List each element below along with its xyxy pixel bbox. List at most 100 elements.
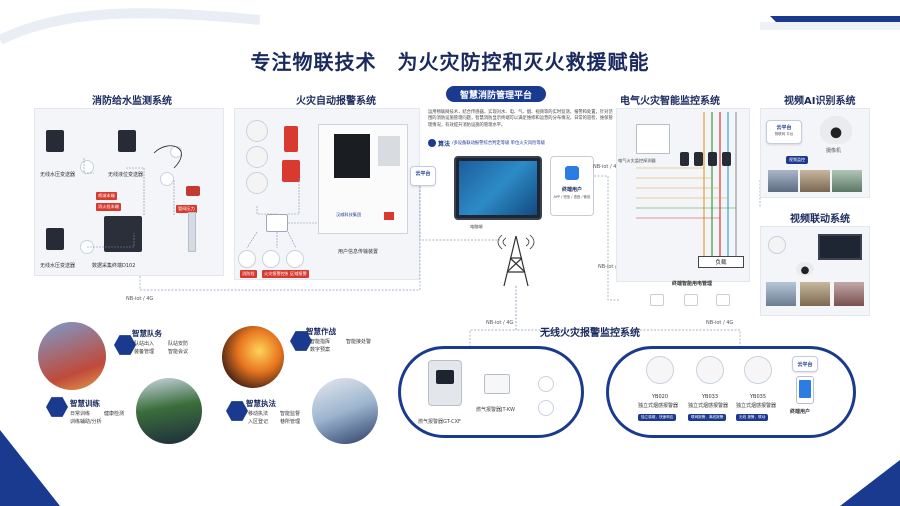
platform-cloud: 云平台	[410, 166, 436, 186]
gas-alarm-gt-display	[436, 370, 454, 384]
platform-description: 运用物联网技术，结合传感器，实现对水、电、气、烟、视频等的实时监测，报警和处置，…	[428, 110, 613, 128]
video-ai-title: 视频AI识别系统	[784, 96, 856, 107]
page-title: 专注物联技术 为火灾防控和灭火救援赋能	[250, 50, 650, 74]
link-mid-left-label: NB-iot / 4G	[486, 320, 514, 326]
platform-title-badge	[446, 86, 546, 102]
alarm-connectors	[246, 178, 318, 249]
smart-team-item-4: 智能会议	[168, 349, 189, 355]
pressure-transmitter-1	[46, 130, 64, 152]
smoke-2-tag: 联网报警，离线报警	[688, 414, 727, 421]
smoke-detector-1	[246, 120, 268, 142]
top-left-swoosh	[0, 8, 260, 45]
alarm-tag-1: 消防栓	[240, 270, 257, 278]
alarm-node-3	[286, 250, 304, 268]
manual-call-point-icon	[282, 160, 300, 182]
smart-training-title: 智慧训练	[70, 399, 100, 408]
alarm-bell-icon	[284, 126, 298, 152]
bottom-right-corner-decoration	[840, 460, 900, 506]
smoke-1-model: YB020	[652, 394, 669, 400]
data-collector-device	[104, 216, 142, 252]
smart-law-title: 智慧执法	[246, 399, 276, 408]
smart-combat-item-3: 数字预案	[310, 347, 331, 353]
alarm-device-label: 用户信息传输装置	[338, 249, 379, 255]
pipe-icon	[188, 212, 196, 252]
wireless-smoke-panel	[606, 346, 856, 438]
load-label: 负载	[715, 260, 727, 266]
load-box	[698, 256, 744, 268]
smart-law-item-1: 移动执法	[248, 411, 269, 417]
collector-label: 数据采集终端D102	[92, 263, 136, 269]
water-tag-3: 管网压力	[176, 205, 197, 213]
combat-photo	[222, 326, 284, 388]
terminal-user-label: 终端用户	[561, 187, 582, 193]
transmitter-2-label: 无线液位变送器	[108, 172, 144, 178]
gas-node-1	[538, 376, 554, 392]
video-link-camera	[796, 262, 814, 276]
smart-combat-icon	[290, 331, 312, 351]
smart-training-item-1: 日常训练	[70, 411, 91, 417]
breaker-4	[722, 152, 731, 166]
alarm-tag-2: 火灾报警控制器	[262, 270, 296, 278]
device-brand: 汉威科技集团	[336, 212, 362, 217]
link-top-label: NB-iot / 4G	[593, 164, 621, 170]
law-photo	[312, 378, 378, 444]
breaker-1	[680, 152, 689, 166]
alarm-tag-3: 区域报警	[288, 270, 309, 278]
smart-training-icon	[46, 397, 68, 417]
electric-wiring	[636, 112, 737, 258]
smart-law-item-3: 入区登记	[248, 419, 269, 425]
alarm-node-1	[238, 250, 256, 268]
top-right-corner-decoration	[760, 16, 900, 30]
video-link-thumb-2	[800, 282, 830, 306]
smoke-3-name: 独立式烟感报警器	[736, 403, 777, 409]
smart-combat-item-2: 智能接处警	[346, 339, 372, 345]
gas-alarm-gt-label: 燃气报警器GT-CXF	[418, 419, 461, 425]
video-ai-camera-label: 摄像机	[826, 148, 842, 154]
algorithm-label: 算法	[438, 141, 451, 148]
smoke-yb020	[646, 356, 674, 384]
smart-team-title: 智慧队务	[132, 329, 162, 338]
smart-training-item-2: 健康检测	[104, 411, 125, 417]
smart-combat-item-1: 智能指挥	[310, 339, 331, 345]
valve-icon	[186, 186, 200, 196]
link-right-label: NB-iot / 4G	[598, 264, 626, 270]
dome-camera-icon	[820, 116, 852, 144]
water-tag-1: 喷淋末端	[96, 192, 117, 200]
electric-meter-3	[716, 294, 730, 306]
bottom-left-corner-decoration	[0, 430, 60, 506]
gas-alarm-jt-label: 燃气报警器JT-KW	[476, 407, 515, 413]
video-ai-tag: 视频监控	[786, 156, 808, 164]
electric-title: 电气火灾智能监控系统	[620, 96, 720, 107]
smart-team-item-3: 装备管理	[134, 349, 155, 355]
transmitter-1-label: 无线水压变送器	[40, 172, 76, 178]
pc-caption: 电脑端	[470, 224, 483, 229]
water-node-3	[160, 172, 174, 186]
electric-monitor-box	[636, 124, 670, 154]
video-ai-thumb-3	[832, 170, 862, 192]
smart-law-item-4: 巷所管理	[280, 419, 301, 425]
water-title: 消防给水监测系统	[92, 96, 172, 107]
link-mid-right-label: NB-iot / 4G	[706, 320, 734, 326]
smoke-1-name: 独立式烟感报警器	[638, 403, 679, 409]
video-ai-thumb-2	[800, 170, 830, 192]
water-node-1	[80, 160, 94, 174]
video-link-title: 视频联动系统	[790, 214, 850, 225]
alarm-node-2	[262, 250, 280, 268]
smart-team-item-1: 队站出入	[134, 341, 155, 347]
video-ai-cloud-title: 云平台	[776, 125, 792, 131]
video-link-thumb-1	[766, 282, 796, 306]
wireless-terminal-user: 终端用户	[790, 409, 811, 415]
smart-combat-title: 智慧作战	[306, 327, 336, 336]
video-link-smoke-icon	[768, 236, 786, 254]
transmitter-3-label: 无线水压变送器	[40, 263, 76, 269]
smoke-yb035	[744, 356, 772, 384]
breaker-3	[708, 152, 717, 166]
smoke-detector-3	[246, 172, 268, 194]
wireless-cloud-title: 云平台	[797, 362, 813, 368]
algorithm-icon	[428, 139, 436, 147]
video-ai-thumb-1	[768, 170, 798, 192]
gas-node-2	[538, 400, 554, 416]
smoke-2-model: YB033	[702, 394, 719, 400]
algorithm-description: /多设备联动报警综合判定等级 单位火灾风险等级	[452, 141, 546, 146]
smart-training-item-3: 训练辅助/分析	[70, 419, 102, 425]
